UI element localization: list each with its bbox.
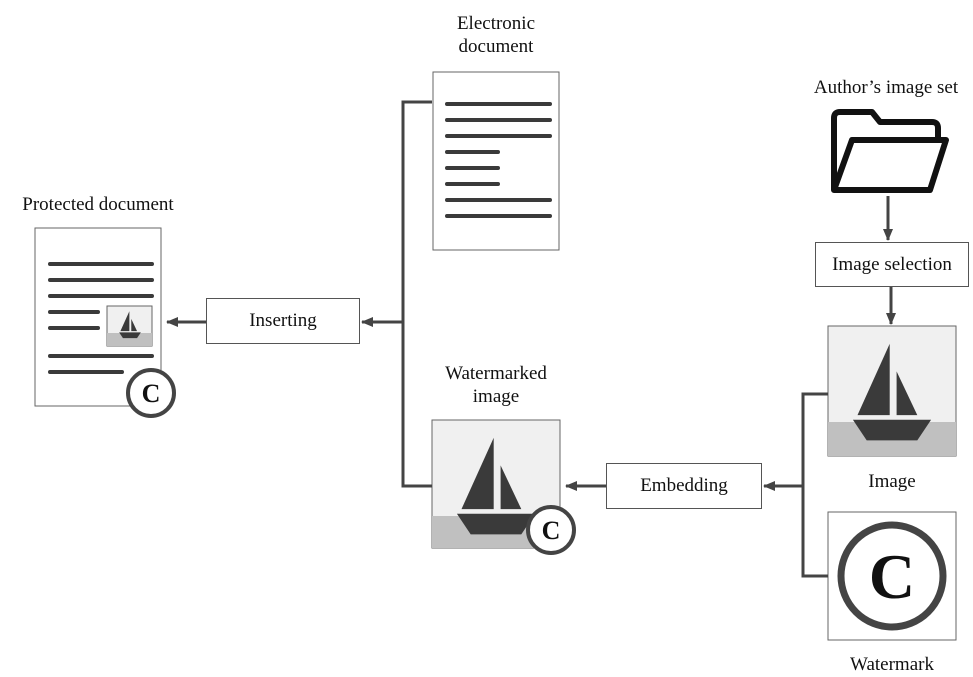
watermarked-image-label: Watermarked image <box>445 363 547 407</box>
protected-document-icon: C <box>34 227 176 418</box>
electronic-document-label: Electronic document <box>456 13 536 57</box>
image-label: Image <box>868 471 916 492</box>
authors-image-set-label: Author’s image set <box>813 77 959 98</box>
protected-document-label: Protected document <box>22 194 174 215</box>
watermark-label: Watermark <box>850 654 934 675</box>
watermark-icon: C <box>827 511 957 641</box>
inserting-box: Inserting <box>206 298 360 344</box>
watermarked-image-icon: C <box>431 419 576 555</box>
watermark-copyright-symbol: C <box>869 541 915 612</box>
image-icon <box>827 325 957 457</box>
electronic-document-icon <box>432 71 560 251</box>
connector-lines <box>166 100 896 578</box>
embedding-box: Embedding <box>606 463 762 509</box>
image-selection-box: Image selection <box>815 242 969 287</box>
watermarked-copyright-symbol: C <box>542 516 561 545</box>
folder-icon <box>831 109 949 193</box>
protected-copyright-symbol: C <box>142 379 161 408</box>
